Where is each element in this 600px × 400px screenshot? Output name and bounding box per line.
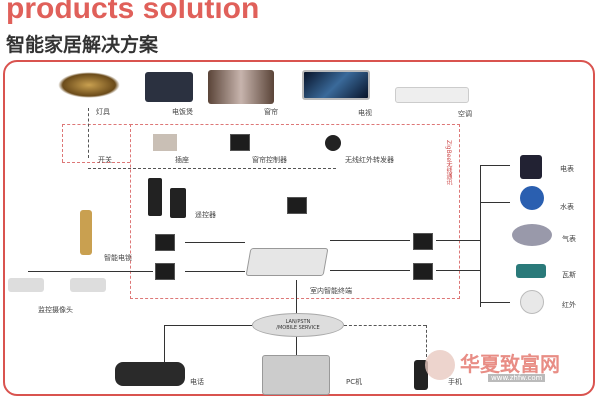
smart-lock-label: 智能电锁 (104, 254, 132, 262)
link-line (28, 271, 153, 272)
link-line (480, 165, 481, 307)
socket-label: 插座 (175, 156, 189, 164)
curtain-label: 窗帘 (264, 108, 278, 116)
link-line (185, 271, 245, 272)
network-line1: LAN/PSTN (285, 319, 311, 325)
gas-meter-image (512, 224, 552, 246)
link-line (426, 325, 427, 357)
title: products solution (6, 0, 260, 25)
link-line (480, 302, 510, 303)
link-line (185, 242, 245, 243)
network-line2: /MOBILE SERVICE (276, 325, 320, 331)
link-line (88, 108, 89, 158)
curtain-controller-image (230, 134, 250, 151)
zone-edge (62, 162, 130, 163)
network-cloud: LAN/PSTN/MOBILE SERVICE (252, 313, 344, 337)
lamp-image (58, 72, 120, 98)
pc-label: PC机 (346, 378, 363, 386)
wireless-zone (130, 124, 460, 299)
camera-image (8, 278, 44, 292)
link-line (436, 240, 480, 241)
lock-controller (155, 234, 175, 251)
camera-label: 监控摄像头 (38, 306, 73, 314)
infrared-image (520, 290, 544, 314)
ir-transmitter-image (325, 135, 341, 151)
electric-meter-label: 电表 (560, 165, 574, 173)
curtain-controller-label: 窗帘控制器 (252, 156, 287, 164)
diagram-frame (3, 60, 595, 396)
link-line (330, 270, 410, 271)
curtain-image (208, 70, 274, 104)
link-line (436, 270, 480, 271)
rice-cooker-image (145, 72, 193, 102)
ac-image (395, 87, 469, 103)
pc-image (262, 355, 330, 395)
gas-sensor-label: 瓦斯 (562, 271, 576, 279)
meter-controller (413, 233, 433, 250)
electric-meter-image (520, 155, 542, 179)
phone-label: 电话 (190, 378, 204, 386)
camera-controller (155, 263, 175, 280)
switch-panel (287, 197, 307, 214)
phone-image (115, 362, 185, 386)
switch-label: 开关 (98, 156, 112, 164)
lamp-label: 灯具 (96, 108, 110, 116)
tv-image (302, 70, 370, 100)
zone-edge (62, 124, 63, 162)
watermark-url: www.zhfw.com (488, 374, 546, 382)
link-line (164, 325, 165, 363)
socket-image (153, 134, 177, 151)
remote-image (148, 178, 162, 216)
infrared-label: 红外 (562, 301, 576, 309)
link-line (164, 325, 252, 326)
gas-sensor-image (516, 264, 546, 278)
remote-image (170, 188, 186, 218)
camera-image (70, 278, 106, 292)
watermark-logo (425, 350, 455, 380)
ir-transmitter-label: 无线红外转发器 (345, 156, 394, 164)
link-line (344, 325, 426, 326)
smart-lock-image (80, 210, 92, 255)
subtitle: 智能家居解决方案 (6, 34, 159, 56)
zone-label: ZigBee无线通讯 (445, 140, 452, 186)
link-line (330, 240, 410, 241)
water-meter-label: 水表 (560, 203, 574, 211)
link-line (480, 202, 510, 203)
link-line (88, 168, 336, 169)
gas-meter-label: 气表 (562, 235, 576, 243)
terminal-image (245, 248, 329, 276)
sensor-controller (413, 263, 433, 280)
tv-label: 电视 (358, 109, 372, 117)
terminal-label: 室内智能终端 (310, 287, 352, 295)
water-meter-image (520, 186, 544, 210)
remote-label: 遥控器 (195, 211, 216, 219)
mobile-image (414, 360, 428, 390)
zone-edge (62, 124, 132, 125)
watermark-name: 华夏致富网 (460, 352, 560, 376)
ac-label: 空调 (458, 110, 472, 118)
link-line (480, 165, 510, 166)
mobile-label: 手机 (448, 378, 462, 386)
rice-cooker-label: 电饭煲 (172, 108, 193, 116)
